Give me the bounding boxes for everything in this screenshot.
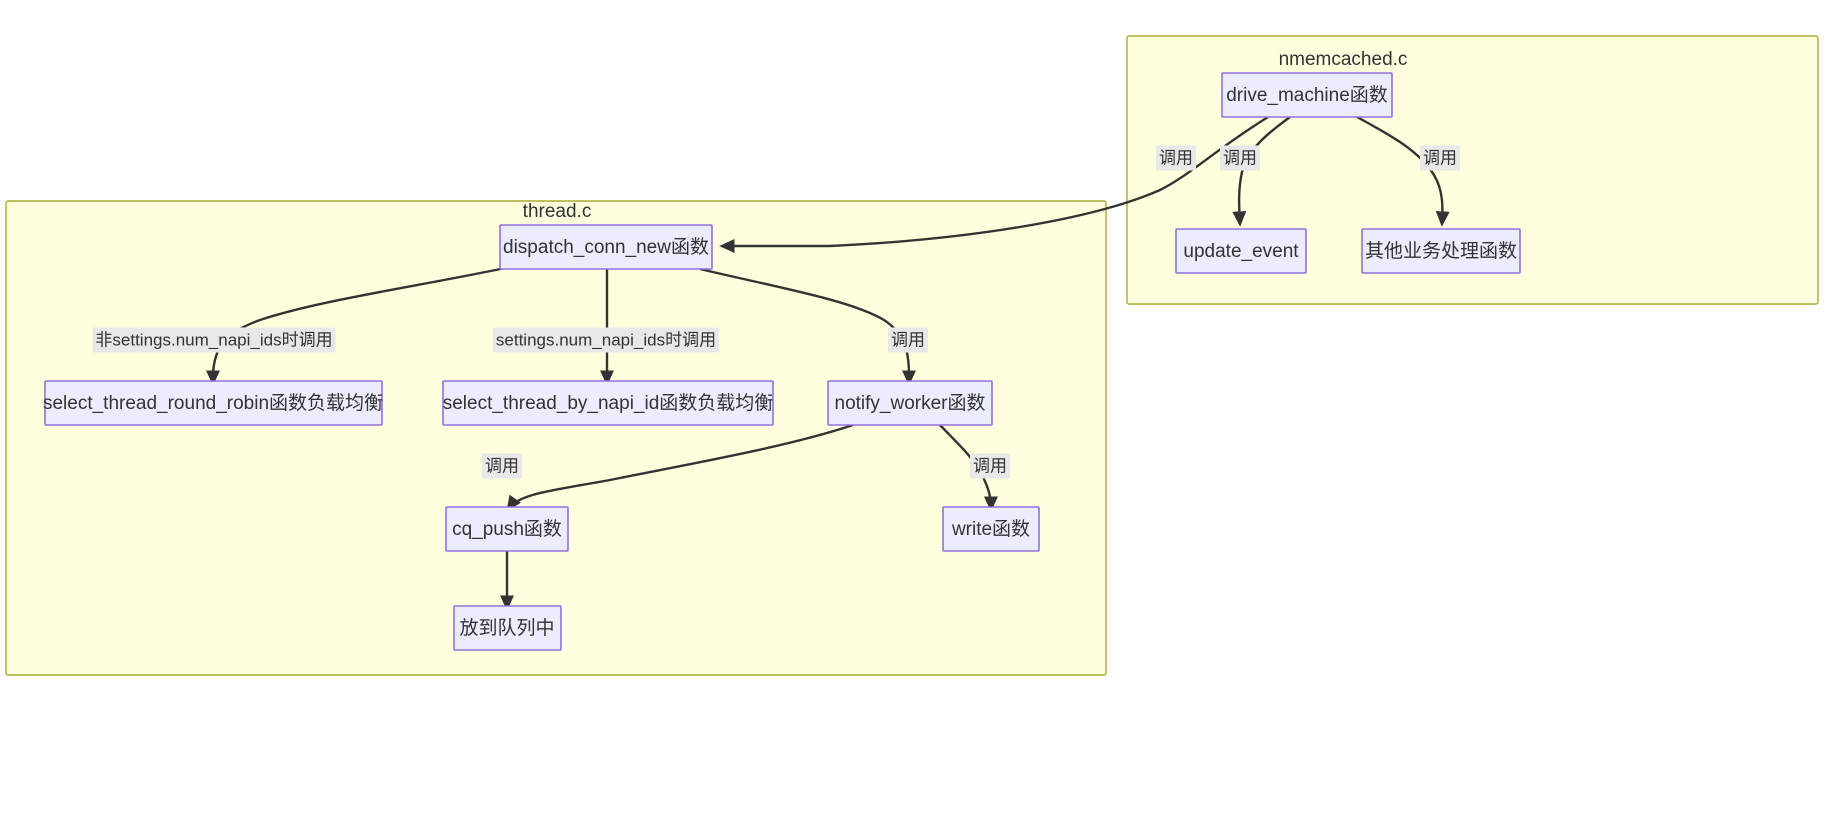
node-write-box[interactable] [942,506,1040,552]
node-select-thread-by-napi-id-box[interactable] [442,380,774,426]
edge-label-bg-e3 [1420,145,1460,171]
edge-path-e7 [506,423,854,512]
node-enqueue-label: 放到队列中 [459,617,554,639]
node-select-thread-round-robin-box[interactable] [44,380,383,426]
edge-notify-worker-to-cq-push: 调用 [482,423,854,512]
edge-label-e1: 调用 [1159,148,1193,167]
node-enqueue-box[interactable] [453,605,562,651]
node-notify-worker-label: notify_worker函数 [835,392,986,414]
edge-label-e7: 调用 [485,456,519,475]
cluster-thread-c-box [5,200,1107,676]
node-update-event-label: update_event [1183,241,1299,262]
edge-notify-worker-to-write: 调用 [939,424,1010,512]
edge-dispatch-to-round-robin: 非settings.num_napi_ids时调用 [92,266,506,386]
edge-drive-machine-to-dispatch-conn-new: 调用 [719,115,1269,253]
node-drive-machine-box[interactable] [1221,72,1393,118]
node-notify-worker-box[interactable] [827,380,993,426]
edge-path-e1 [719,115,1269,253]
edge-dispatch-to-notify-worker: 调用 [699,267,928,386]
node-write-label: write函数 [951,518,1030,540]
edge-label-e5: settings.num_napi_ids时调用 [496,330,716,349]
edge-label-e3: 调用 [1423,148,1457,167]
edge-label-e2: 调用 [1223,148,1257,167]
node-update-event[interactable]: update_event [1175,228,1307,274]
edge-drive-machine-to-update-event: 调用 [1220,116,1291,227]
node-dispatch-conn-new-box[interactable] [499,224,713,270]
node-cq-push-label: cq_push函数 [452,518,562,540]
edge-label-bg-e2 [1220,145,1260,171]
edge-label-e8: 调用 [973,456,1007,475]
edge-drive-machine-to-other-business: 调用 [1356,115,1460,227]
edge-label-bg-e1 [1156,145,1196,171]
node-dispatch-conn-new-label: dispatch_conn_new函数 [503,236,709,258]
edge-label-bg-e7 [482,453,522,479]
edge-path-e4 [206,266,506,386]
edge-label-bg-e5 [492,327,720,353]
cluster-nmemcached-c-title: nmemcached.c [1279,49,1408,70]
edge-path-e6 [699,267,916,386]
edge-label-e6: 调用 [891,330,925,349]
node-cq-push-box[interactable] [445,506,569,552]
node-select-thread-round-robin[interactable]: select_thread_round_robin函数负载均衡 [43,380,383,426]
cluster-thread-c: thread.c [5,200,1107,676]
node-write[interactable]: write函数 [942,506,1040,552]
node-other-business-label: 其他业务处理函数 [1365,240,1517,262]
node-drive-machine-label: drive_machine函数 [1226,84,1388,106]
edge-label-bg-e4 [92,327,336,353]
edge-path-e3 [1356,115,1450,227]
node-cq-push[interactable]: cq_push函数 [445,506,569,552]
node-select-thread-round-robin-label: select_thread_round_robin函数负载均衡 [43,392,383,414]
edge-dispatch-to-by-napi-id: settings.num_napi_ids时调用 [492,269,720,386]
node-dispatch-conn-new[interactable]: dispatch_conn_new函数 [499,224,713,270]
edge-label-bg-e6 [888,327,928,353]
node-select-thread-by-napi-id[interactable]: select_thread_by_napi_id函数负载均衡 [442,380,774,426]
cluster-thread-c-title: thread.c [523,201,592,222]
edge-label-bg-e8 [970,453,1010,479]
edge-path-e2 [1232,116,1291,227]
node-other-business[interactable]: 其他业务处理函数 [1361,228,1521,274]
node-select-thread-by-napi-id-label: select_thread_by_napi_id函数负载均衡 [443,392,774,414]
node-drive-machine[interactable]: drive_machine函数 [1221,72,1393,118]
node-other-business-box[interactable] [1361,228,1521,274]
node-update-event-box[interactable] [1175,228,1307,274]
edge-label-e4: 非settings.num_napi_ids时调用 [95,330,332,349]
node-enqueue[interactable]: 放到队列中 [453,605,562,651]
node-notify-worker[interactable]: notify_worker函数 [827,380,993,426]
